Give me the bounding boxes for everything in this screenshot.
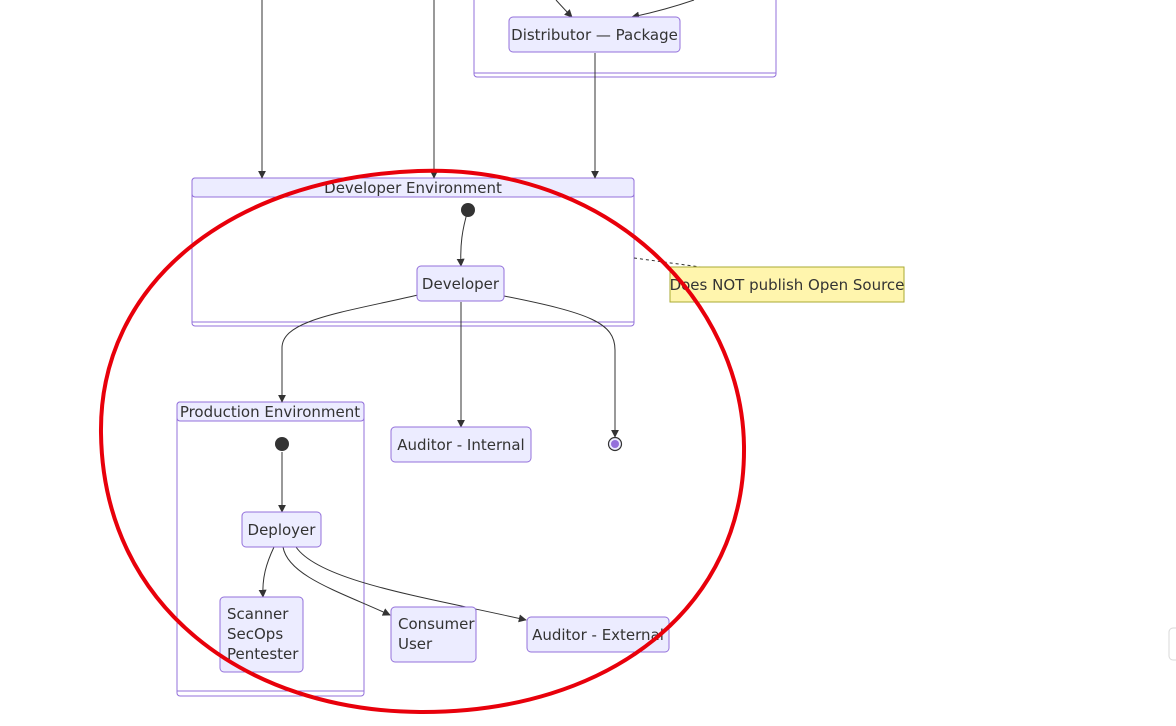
note-text: Does NOT publish Open Source [670, 276, 905, 294]
deployer-box [241, 511, 322, 548]
partial-side-control[interactable] [1168, 627, 1176, 661]
developer-environment-box [191, 177, 635, 327]
auditor-external-node: Auditor - External [526, 616, 670, 653]
developer-label: Developer [422, 275, 500, 293]
developer-node: Developer [416, 265, 505, 302]
developer-environment-cluster: Developer Environment [191, 177, 635, 327]
red-ellipse-annotation [98, 168, 747, 715]
end-state-inner-dot [611, 440, 619, 448]
developer-environment-title: Developer Environment [324, 179, 502, 197]
auditor-internal-box [390, 426, 532, 463]
scanner-secops-pentester-node: Scanner SecOps Pentester [219, 596, 304, 673]
consumer-user-node: Consumer User [390, 606, 477, 663]
auditor-external-box [526, 616, 670, 653]
note-connector [633, 257, 709, 269]
scanner-label: Scanner [227, 605, 289, 623]
edge-into-distributor-left [555, 0, 573, 18]
distributor-package-node: Distributor — Package [508, 16, 681, 53]
auditor-internal-label: Auditor - Internal [397, 436, 524, 454]
developer-box [416, 265, 505, 302]
consumer-label: Consumer [398, 615, 475, 633]
developer-end-state [607, 436, 623, 452]
scanner-secops-pentester-box [219, 596, 304, 673]
auditor-internal-node: Auditor - Internal [390, 426, 532, 463]
edge-into-distributor-right [631, 0, 695, 20]
production-environment-title: Production Environment [180, 403, 360, 421]
note-box [669, 266, 905, 303]
secops-label: SecOps [227, 625, 283, 643]
pentester-label: Pentester [227, 645, 299, 663]
distributor-package-label: Distributor — Package [511, 26, 678, 44]
deployer-node: Deployer [241, 511, 322, 548]
edge-developer-to-production-env [278, 294, 419, 403]
production-start-state [275, 437, 289, 451]
edge-developer-to-end-state [503, 295, 619, 438]
edges [258, 0, 709, 623]
edge-deployer-to-scanner [258, 546, 275, 598]
deployer-label: Deployer [248, 521, 317, 539]
user-label: User [398, 635, 433, 653]
distributor-package-box [508, 16, 681, 53]
edge-deployer-to-auditor-external [295, 546, 527, 623]
auditor-external-label: Auditor - External [532, 626, 664, 644]
edge-deployer-to-consumer [282, 546, 391, 616]
consumer-user-box [390, 606, 477, 663]
production-environment-header [176, 401, 365, 422]
developer-start-state [461, 203, 475, 217]
note-node: Does NOT publish Open Source [669, 266, 905, 303]
